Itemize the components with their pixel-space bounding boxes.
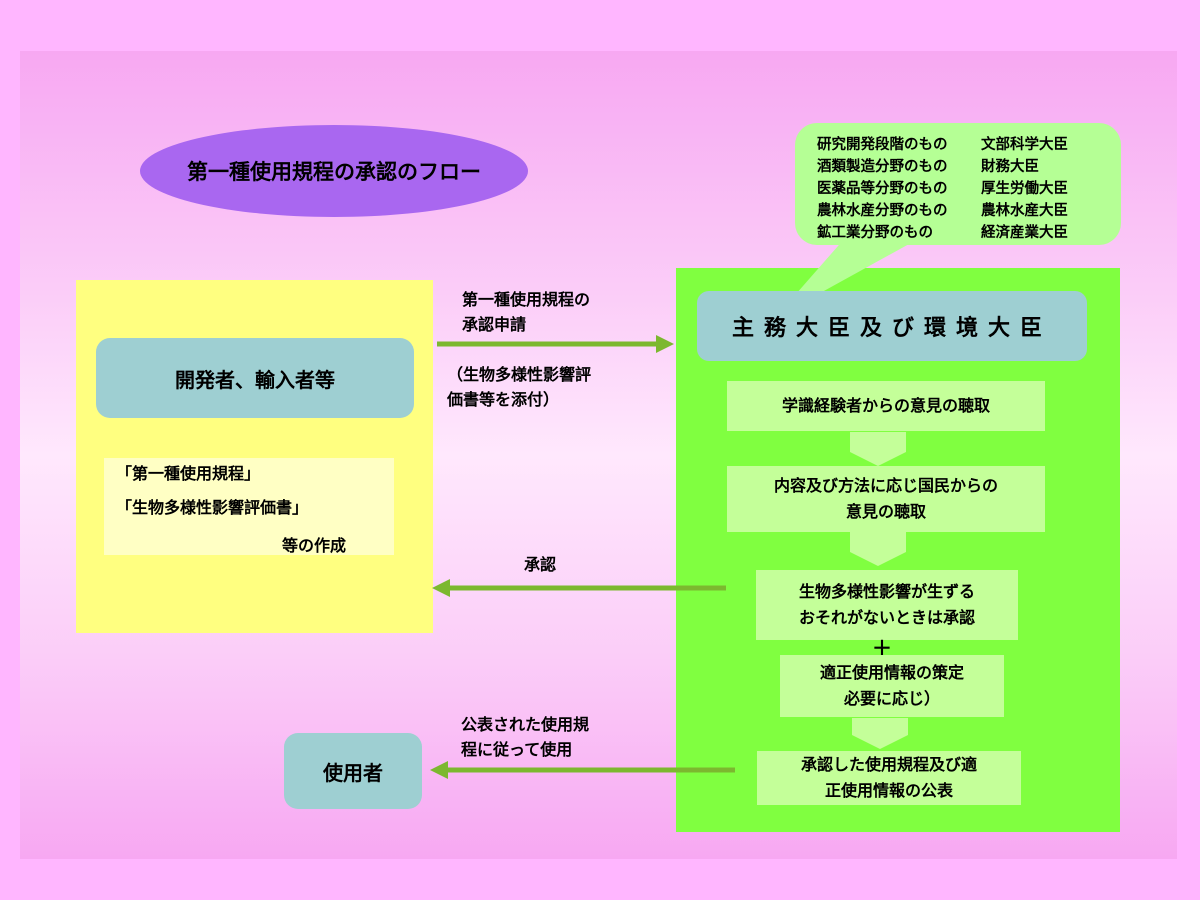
approval-arrow-head: [432, 579, 450, 597]
step-2-line-1: 内容及び方法に応じ国民からの: [773, 476, 998, 495]
callout-ministry-4: 農林水産大臣: [981, 203, 1068, 219]
callout-domain-4: 農林水産分野のもの: [817, 203, 948, 219]
developer-label: 開発者、輸入者等: [175, 367, 335, 392]
callout-domain-2: 酒類製造分野のもの: [817, 159, 948, 175]
user-box: 使用者: [284, 733, 422, 809]
application-label-2: 承認申請: [462, 315, 527, 334]
step-4-line-2: 必要に応じ）: [843, 689, 940, 708]
plus-sign: ＋: [872, 636, 892, 660]
flow-arrow-1: [850, 432, 906, 466]
step-4-line-1: 適正使用情報の策定: [819, 663, 964, 682]
step-2-line-2: 意見の聴取: [845, 502, 926, 521]
documents-line-1: 「第一種使用規程」: [116, 464, 261, 483]
minister-box: 主務大臣及び環境大臣: [697, 291, 1087, 361]
application-label-4: 価書等を添付）: [447, 390, 560, 409]
diagram-title: 第一種使用規程の承認のフロー: [187, 160, 481, 184]
callout-ministry-2: 財務大臣: [981, 159, 1039, 175]
step-3-line-1: 生物多様性影響が生ずる: [798, 582, 975, 601]
flow-arrow-2: [850, 532, 906, 566]
user-label: 使用者: [323, 760, 383, 785]
callout-ministry-3: 厚生労働大臣: [981, 181, 1068, 197]
callout-ministry-5: 経済産業大臣: [981, 225, 1068, 241]
callout-ministry-1: 文部科学大臣: [981, 137, 1068, 153]
ministry-callout: 研究開発段階のもの 文部科学大臣 酒類製造分野のもの 財務大臣 医薬品等分野のも…: [795, 123, 1121, 245]
application-label-1: 第一種使用規程の: [462, 290, 591, 309]
minister-label: 主務大臣及び環境大臣: [731, 316, 1052, 341]
public-use-arrow-head: [430, 761, 448, 779]
step-5-line-1: 承認した使用規程及び適: [800, 755, 977, 774]
callout-domain-1: 研究開発段階のもの: [817, 137, 948, 153]
step-5-line-2: 正使用情報の公表: [824, 781, 953, 800]
documents-box: 「第一種使用規程」 「生物多様性影響評価書」 等の作成: [104, 458, 394, 555]
documents-line-2: 「生物多様性影響評価書」: [116, 498, 309, 517]
callout-domain-3: 医薬品等分野のもの: [817, 181, 948, 197]
step-1-text: 学識経験者からの意見の聴取: [781, 396, 990, 415]
callout-domain-5: 鉱工業分野のもの: [817, 225, 933, 241]
step-expert-hearing: 学識経験者からの意見の聴取: [727, 381, 1045, 431]
application-label-3: （生物多様性影響評: [447, 365, 592, 384]
public-use-label-2: 程に従って使用: [461, 740, 573, 759]
title-ellipse: 第一種使用規程の承認のフロー: [140, 125, 528, 217]
step-3-line-2: おそれがないときは承認: [798, 608, 975, 627]
step-public-hearing: 内容及び方法に応じ国民からの 意見の聴取: [727, 466, 1045, 532]
step-publication: 承認した使用規程及び適 正使用情報の公表: [757, 751, 1021, 805]
developer-box: 開発者、輸入者等: [96, 338, 414, 418]
approval-label: 承認: [524, 555, 557, 574]
flow-arrow-3: [852, 718, 908, 749]
step-proper-use-info: 適正使用情報の策定 必要に応じ）: [780, 655, 1004, 717]
step-approval: 生物多様性影響が生ずる おそれがないときは承認: [756, 570, 1018, 640]
application-arrow-head: [656, 335, 674, 353]
documents-line-3: 等の作成: [282, 536, 347, 555]
public-use-label-1: 公表された使用規: [461, 715, 590, 734]
